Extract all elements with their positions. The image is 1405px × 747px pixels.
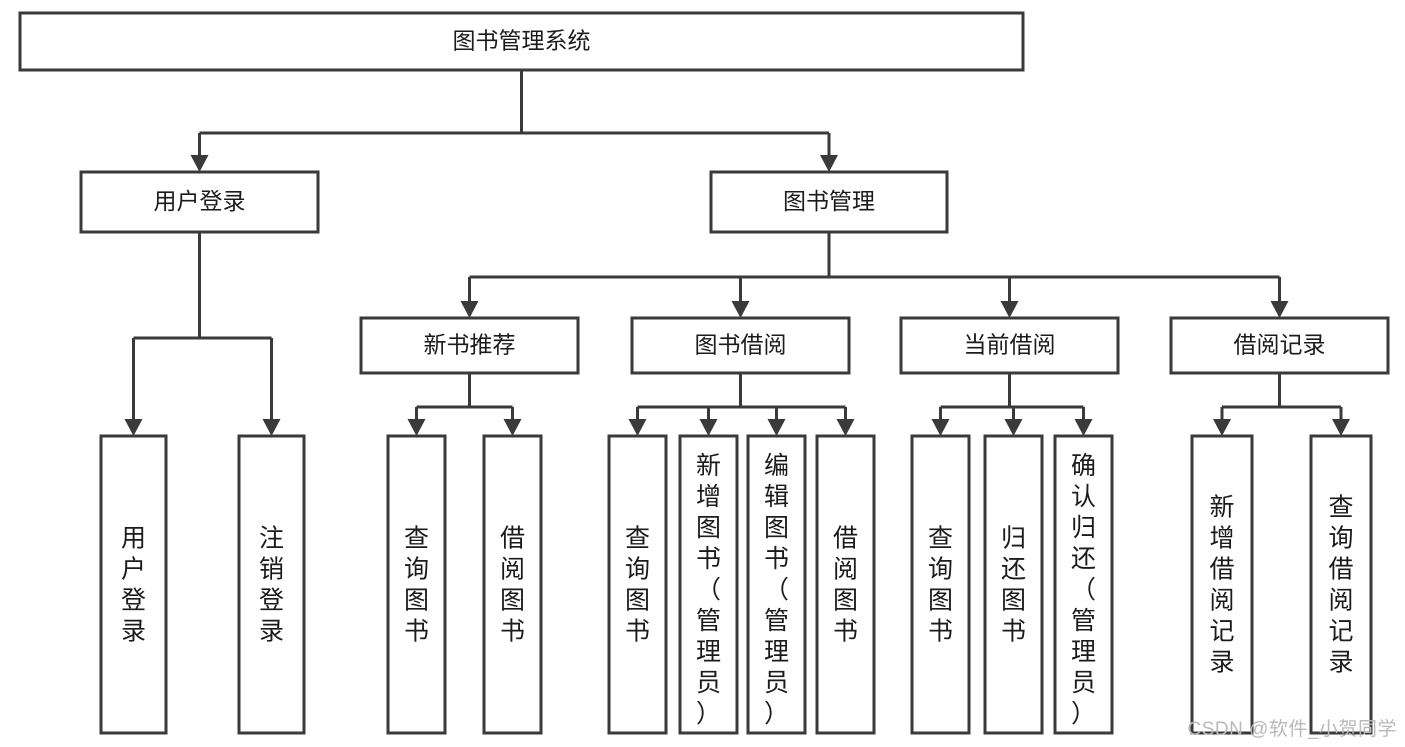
node-user-login[interactable]: 用户登录	[79, 170, 320, 234]
node-leaf-query-book-current[interactable]: 查询图书	[910, 434, 971, 735]
node-borrow-record[interactable]: 借阅记录	[1169, 316, 1390, 375]
watermark-text: CSDN @软件_小贺同学	[1187, 719, 1397, 740]
node-leaf-user-login-label: 用户登录	[121, 525, 146, 646]
node-leaf-confirm-return[interactable]: 确认归还（管理员）	[1053, 434, 1114, 735]
node-leaf-query-book-current-box[interactable]	[910, 434, 971, 735]
node-leaf-query-book-current-label: 查询图书	[928, 525, 953, 646]
node-borrow-record-box[interactable]	[1169, 316, 1390, 375]
node-leaf-borrow-book-recommend-box[interactable]	[482, 434, 543, 735]
node-leaf-confirm-return-label: 确认归还（管理员）	[1071, 452, 1096, 728]
node-leaf-query-book-borrow-box[interactable]	[607, 434, 668, 735]
node-leaf-borrow-book-box[interactable]	[815, 434, 876, 735]
node-leaf-borrow-book-recommend-label: 借阅图书	[500, 525, 525, 646]
node-leaf-user-login[interactable]: 用户登录	[99, 434, 168, 735]
node-current-borrow[interactable]: 当前借阅	[899, 316, 1120, 375]
connector-new-book-recommend	[407, 373, 522, 436]
node-leaf-query-book-borrow-label: 查询图书	[625, 525, 650, 646]
node-leaf-add-book[interactable]: 新增图书（管理员）	[678, 434, 739, 735]
connectors-layer	[124, 70, 1350, 436]
node-leaf-logout-box[interactable]	[237, 434, 306, 735]
connector-borrow-record	[1213, 373, 1350, 436]
node-leaf-return-book-label: 归还图书	[1001, 525, 1026, 646]
node-leaf-logout[interactable]: 注销登录	[237, 434, 306, 735]
node-root[interactable]: 图书管理系统	[18, 11, 1025, 72]
node-leaf-query-book-recommend[interactable]: 查询图书	[386, 434, 447, 735]
node-leaf-add-borrow-record-box[interactable]	[1190, 434, 1254, 735]
node-leaf-add-borrow-record-label: 新增借阅记录	[1209, 494, 1234, 677]
node-leaf-query-borrow-record-box[interactable]	[1309, 434, 1373, 735]
node-leaf-query-book-recommend-label: 查询图书	[404, 525, 429, 646]
node-leaf-borrow-book-recommend[interactable]: 借阅图书	[482, 434, 543, 735]
node-leaf-edit-book[interactable]: 编辑图书（管理员）	[746, 434, 807, 735]
node-book-management-label: 图书管理	[783, 188, 875, 214]
connector-book-management	[460, 232, 1289, 318]
node-leaf-edit-book-box[interactable]	[746, 434, 807, 735]
node-leaf-query-book-borrow[interactable]: 查询图书	[607, 434, 668, 735]
node-book-management[interactable]: 图书管理	[709, 170, 949, 234]
node-current-borrow-box[interactable]	[899, 316, 1120, 375]
node-root-label: 图书管理系统	[453, 28, 591, 54]
node-leaf-return-book[interactable]: 归还图书	[983, 434, 1044, 735]
connector-current-borrow	[931, 373, 1093, 436]
node-leaf-user-login-box[interactable]	[99, 434, 168, 735]
node-leaf-return-book-box[interactable]	[983, 434, 1044, 735]
connector-user-login	[124, 232, 281, 436]
node-root-box[interactable]	[18, 11, 1025, 72]
node-book-management-box[interactable]	[709, 170, 949, 234]
node-leaf-query-borrow-record-label: 查询借阅记录	[1328, 494, 1353, 677]
node-new-book-recommend[interactable]: 新书推荐	[359, 316, 580, 375]
node-leaf-query-borrow-record[interactable]: 查询借阅记录	[1309, 434, 1373, 735]
node-book-borrow[interactable]: 图书借阅	[630, 316, 851, 375]
node-current-borrow-label: 当前借阅	[964, 332, 1056, 358]
node-leaf-add-book-label: 新增图书（管理员）	[696, 452, 721, 728]
node-book-borrow-label: 图书借阅	[695, 332, 787, 358]
node-leaf-add-book-box[interactable]	[678, 434, 739, 735]
node-new-book-recommend-box[interactable]	[359, 316, 580, 375]
node-user-login-box[interactable]	[79, 170, 320, 234]
connector-book-borrow	[628, 373, 855, 436]
node-book-borrow-box[interactable]	[630, 316, 851, 375]
node-leaf-borrow-book[interactable]: 借阅图书	[815, 434, 876, 735]
node-new-book-recommend-label: 新书推荐	[424, 332, 516, 358]
node-borrow-record-label: 借阅记录	[1234, 332, 1326, 358]
node-leaf-borrow-book-label: 借阅图书	[833, 525, 858, 646]
node-leaf-add-borrow-record[interactable]: 新增借阅记录	[1190, 434, 1254, 735]
node-leaf-edit-book-label: 编辑图书（管理员）	[764, 452, 789, 728]
nodes-layer: 图书管理系统用户登录图书管理新书推荐图书借阅当前借阅借阅记录用户登录注销登录查询…	[18, 11, 1390, 735]
node-leaf-confirm-return-box[interactable]	[1053, 434, 1114, 735]
node-leaf-query-book-recommend-box[interactable]	[386, 434, 447, 735]
node-leaf-logout-label: 注销登录	[259, 525, 284, 646]
connector-root	[190, 70, 838, 172]
node-user-login-label: 用户登录	[154, 188, 246, 214]
